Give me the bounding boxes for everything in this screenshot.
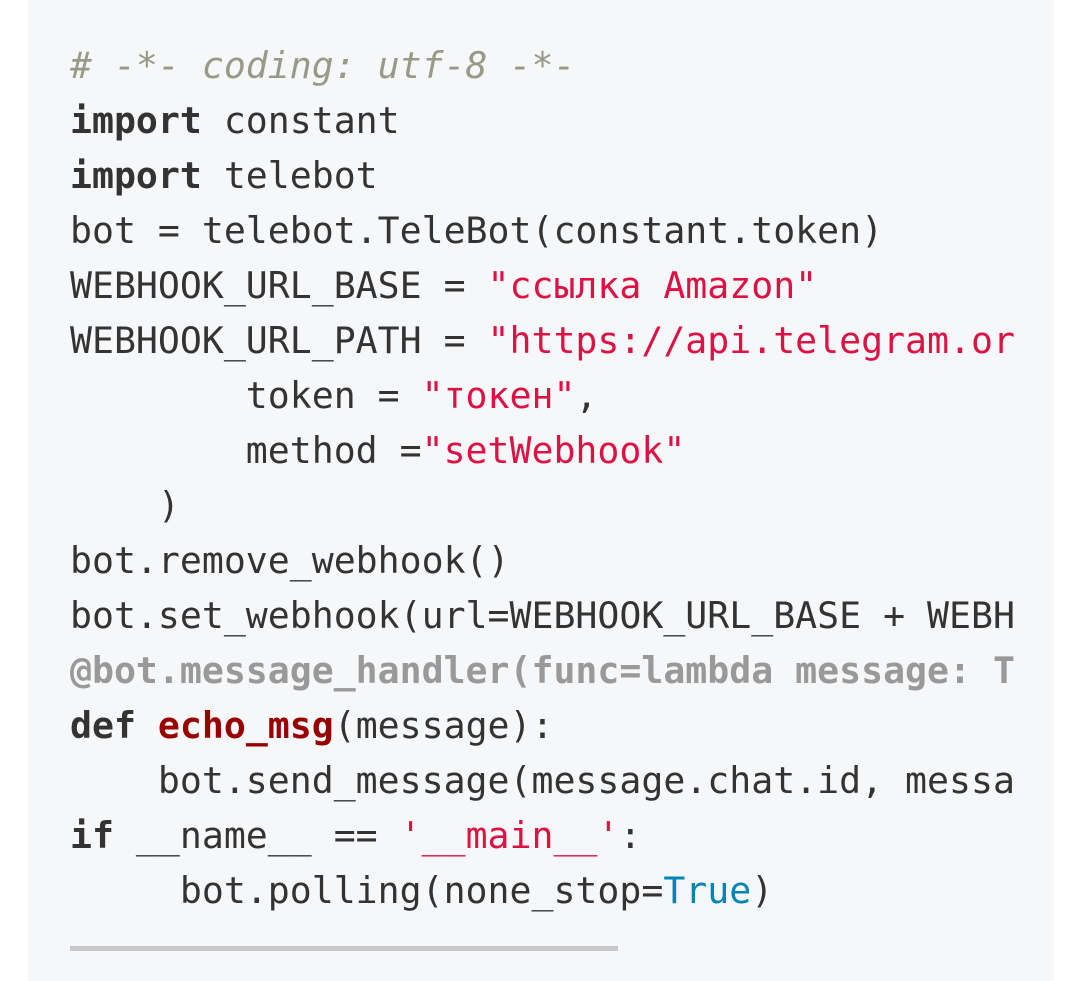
code-token-plain: WEBHOOK_URL_BASE =: [70, 264, 488, 307]
code-token-string: '__main__': [399, 814, 620, 857]
code-line: def echo_msg(message):: [70, 698, 1014, 753]
code-token-plain: constant: [201, 99, 400, 142]
code-token-keyword: if: [70, 814, 114, 857]
code-token-string: "https://api.telegram.or: [487, 319, 1014, 362]
code-line: import telebot: [70, 148, 1014, 203]
horizontal-scrollbar-thumb[interactable]: [70, 946, 618, 951]
code-token-keyword: import: [70, 99, 202, 142]
code-token-plain: bot.send_message(message.chat.id, messa: [70, 759, 1014, 802]
code-token-decorator: @bot.message_handler(func=lambda message…: [70, 649, 1014, 692]
code-token-plain: token =: [70, 374, 422, 417]
code-token-plain: bot.polling(none_stop=: [70, 869, 664, 912]
code-token-keyword: def: [70, 704, 136, 747]
code-token-plain: ): [751, 869, 774, 912]
code-line: import constant: [70, 93, 1014, 148]
code-token-plain: [136, 704, 158, 747]
code-line: ): [70, 478, 1014, 533]
code-token-function: echo_msg: [157, 704, 334, 747]
code-line: bot.remove_webhook(): [70, 533, 1014, 588]
code-token-plain: :: [619, 814, 642, 857]
code-token-plain: bot.set_webhook(url=WEBHOOK_URL_BASE + W…: [70, 594, 1014, 637]
code-token-string: "setWebhook": [421, 429, 686, 472]
code-token-keyword: import: [70, 154, 202, 197]
code-line: method ="setWebhook": [70, 423, 1014, 478]
code-line: token = "токен",: [70, 368, 1014, 423]
code-token-builtin: True: [663, 869, 752, 912]
code-token-plain: WEBHOOK_URL_PATH =: [70, 319, 488, 362]
code-line: WEBHOOK_URL_BASE = "ссылка Amazon": [70, 258, 1014, 313]
code-token-string: "токен": [421, 374, 576, 417]
code-token-comment: # -*- coding: utf-8 -*-: [70, 44, 576, 87]
code-token-string: "ссылка Amazon": [487, 264, 818, 307]
code-line: @bot.message_handler(func=lambda message…: [70, 643, 1014, 698]
code-token-plain: ): [70, 484, 180, 527]
code-token-plain: ,: [575, 374, 598, 417]
code-line: # -*- coding: utf-8 -*-: [70, 38, 1014, 93]
code-line: bot.send_message(message.chat.id, messa: [70, 753, 1014, 808]
code-token-plain: telebot: [201, 154, 378, 197]
code-token-plain: bot = telebot.TeleBot(constant.token): [70, 209, 884, 252]
code-line: WEBHOOK_URL_PATH = "https://api.telegram…: [70, 313, 1014, 368]
code-line: bot.polling(none_stop=True): [70, 863, 1014, 918]
horizontal-scrollbar[interactable]: [70, 946, 1014, 951]
code-token-plain: method =: [70, 429, 422, 472]
code-line: bot = telebot.TeleBot(constant.token): [70, 203, 1014, 258]
code-token-plain: (message):: [333, 704, 554, 747]
code-line: if __name__ == '__main__':: [70, 808, 1014, 863]
code-token-plain: bot.remove_webhook(): [70, 539, 510, 582]
code-line: bot.set_webhook(url=WEBHOOK_URL_BASE + W…: [70, 588, 1014, 643]
code-token-plain: __name__ ==: [113, 814, 400, 857]
